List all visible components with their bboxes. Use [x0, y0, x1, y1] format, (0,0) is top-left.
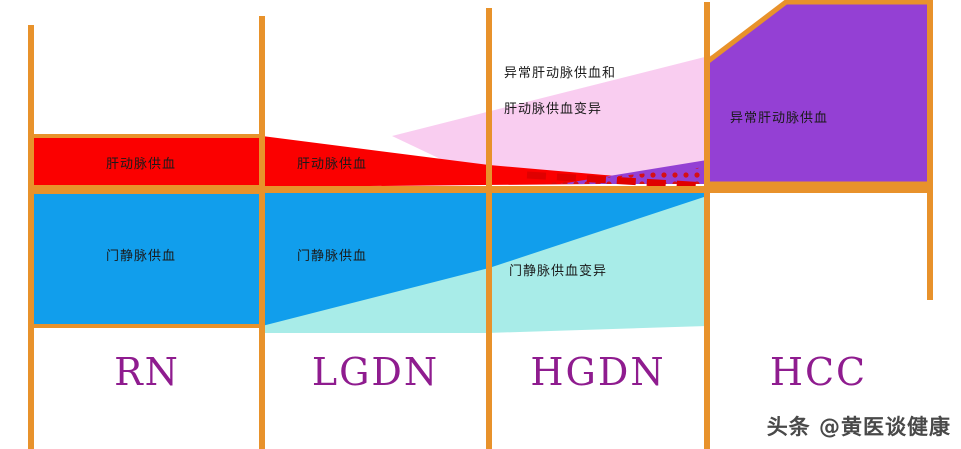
label-portal-supply-variant: 门静脉供血变异	[509, 264, 608, 279]
stage-label-hgdn: HGDN	[530, 350, 666, 394]
arterial-dashed-trendline	[526, 171, 708, 190]
portal-band-rn	[30, 190, 264, 328]
portal-band-lgdn-hgdn	[262, 192, 707, 326]
label-portal-supply-rn: 门静脉供血	[106, 249, 177, 264]
stage-label-hcc: HCC	[769, 350, 868, 394]
watermark-attribution: 头条 @黄医谈健康	[766, 415, 951, 439]
label-abnormal-arterial-variant-line1: 异常肝动脉供血和	[504, 66, 617, 81]
label-arterial-supply-lgdn: 肝动脉供血	[297, 157, 368, 172]
stage-label-rn: RN	[114, 350, 180, 394]
stage-label-lgdn: LGDN	[311, 350, 440, 394]
label-abnormal-arterial-supply: 异常肝动脉供血	[730, 111, 829, 126]
purple-dotted-overlap	[540, 167, 707, 184]
label-arterial-supply-rn: 肝动脉供血	[106, 157, 177, 172]
abnormal-arterial-purple-block	[704, 0, 933, 187]
label-portal-supply-lgdn: 门静脉供血	[297, 249, 368, 264]
label-abnormal-arterial-variant-line2: 肝动脉供血变异	[504, 102, 603, 117]
